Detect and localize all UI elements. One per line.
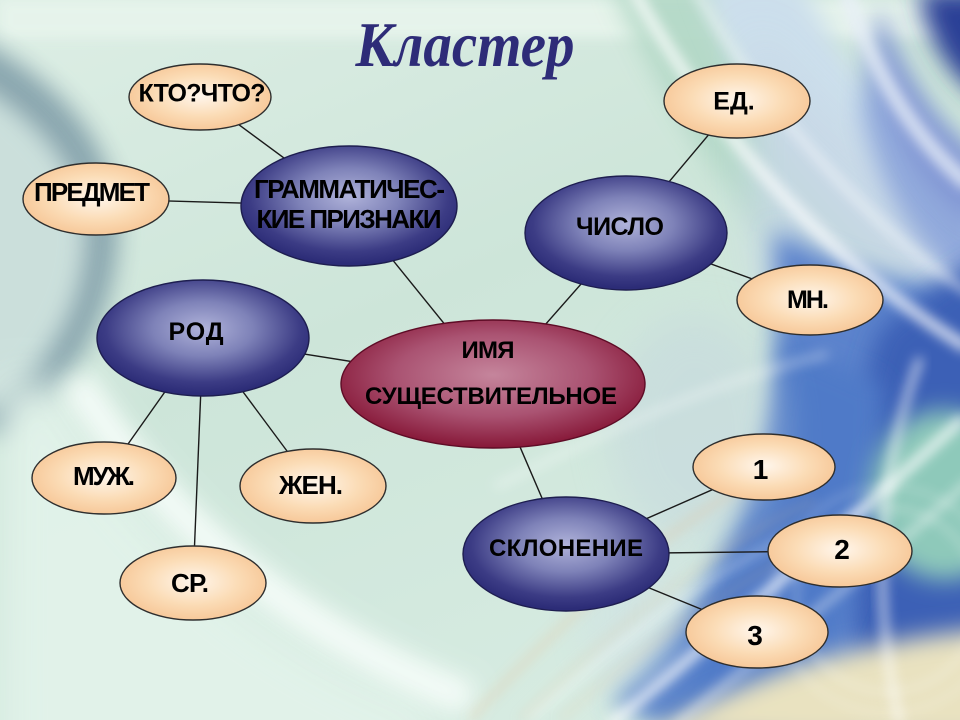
svg-text:СУЩЕСТВИТЕЛЬНОЕ: СУЩЕСТВИТЕЛЬНОЕ [365,383,617,410]
svg-text:ЧИСЛО: ЧИСЛО [576,213,664,241]
svg-text:Кластер: Кластер [355,9,575,80]
svg-text:СКЛОНЕНИЕ: СКЛОНЕНИЕ [489,535,643,562]
svg-text:ИМЯ: ИМЯ [462,337,515,364]
svg-text:РОД: РОД [169,318,224,346]
svg-text:3: 3 [747,620,763,651]
svg-text:ГРАММАТИЧЕС-: ГРАММАТИЧЕС- [254,174,445,204]
svg-text:2: 2 [834,534,850,565]
svg-text:ЕД.: ЕД. [713,88,754,116]
svg-text:МН.: МН. [787,286,829,314]
svg-text:ЖЕН.: ЖЕН. [278,470,343,500]
svg-text:МУЖ.: МУЖ. [73,461,135,491]
svg-text:ПРЕДМЕТ: ПРЕДМЕТ [34,177,150,207]
svg-text:СР.: СР. [171,568,209,598]
svg-text:КТО?ЧТО?: КТО?ЧТО? [139,80,266,108]
svg-text:1: 1 [753,454,769,485]
svg-text:КИЕ ПРИЗНАКИ: КИЕ ПРИЗНАКИ [257,204,442,234]
